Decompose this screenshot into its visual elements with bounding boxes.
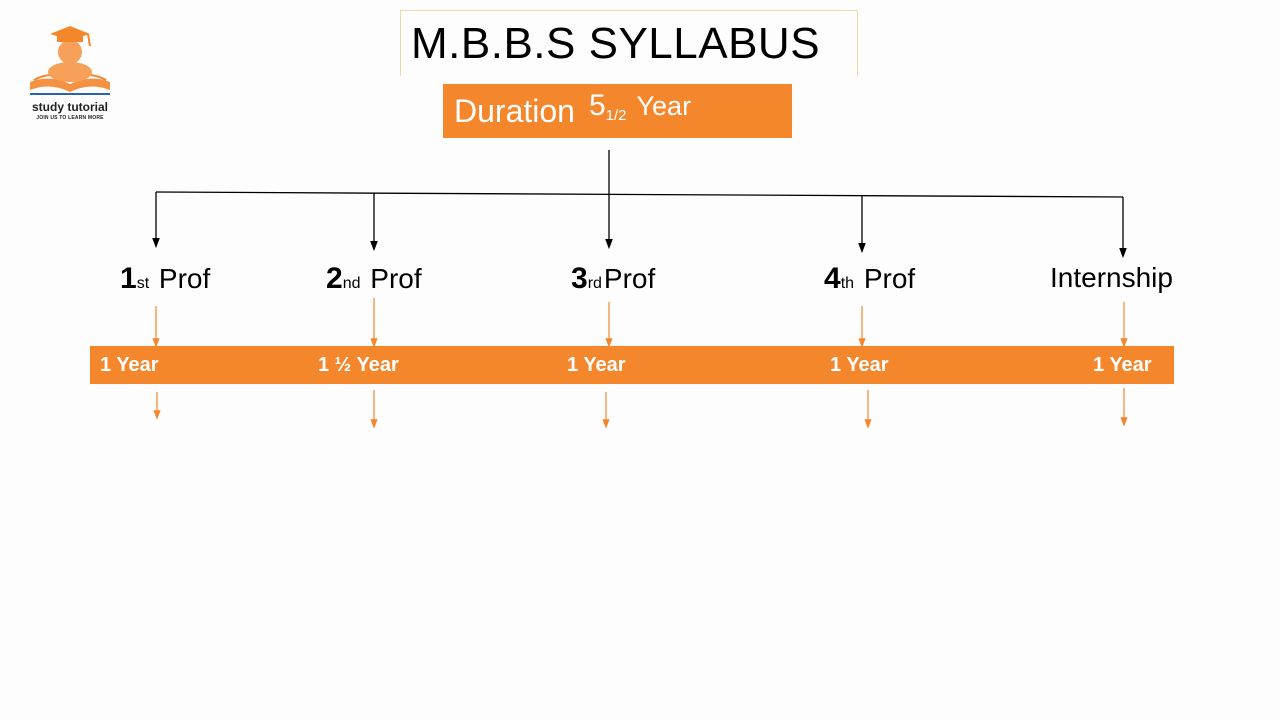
stage-suffix: st [136,275,150,292]
stage-years-3: 1 Year [567,354,626,376]
stage-number: 4 [824,262,841,295]
duration-banner: Duration 51/2 Year [443,84,792,138]
duration-fraction: 1/2 [605,107,627,125]
duration-number: 5 [588,89,606,123]
stage-years-2: 1 ½ Year [318,354,399,376]
stage-number: 3 [571,262,588,295]
logo-name: study tutorial [31,100,108,114]
stage-years-4: 1 Year [830,354,889,376]
stage-label-4: 4th Prof [824,262,915,296]
stage-suffix: nd [342,275,361,292]
branch-line [155,191,1124,198]
duration-label: Duration [454,93,575,129]
graduate-reading-book-icon [30,26,110,95]
stage-label-1: 1st Prof [120,262,210,296]
stage-word: Prof [158,263,211,294]
stage-label-2: 2nd Prof [326,262,422,296]
stage-word: Prof [603,263,656,294]
stage-number: 2 [326,262,343,295]
page-title: M.B.B.S SYLLABUS [411,19,821,68]
stage-label-3: 3rdProf [571,262,655,296]
stage-word: Internship [1050,262,1173,293]
stage-label-5: Internship [1050,262,1173,294]
duration-unit: Year [636,91,692,122]
stage-years-5: 1 Year [1093,354,1152,376]
stage-years-1: 1 Year [100,354,159,376]
study-tutorial-logo: study tutorial JOIN US TO LEARN MORE [20,24,120,124]
logo-tagline: JOIN US TO LEARN MORE [36,115,104,121]
stage-word: Prof [863,263,916,294]
stage-word: Prof [370,263,422,294]
title-box: M.B.B.S SYLLABUS [400,10,858,76]
stage-suffix: rd [587,275,602,292]
year-band [90,346,1174,384]
stage-number: 1 [120,262,137,295]
stage-suffix: th [840,275,855,292]
